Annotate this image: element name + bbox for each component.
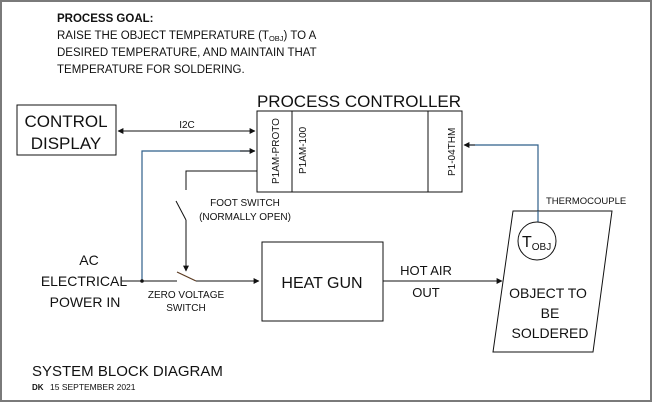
module-label-p1am-100: P1AM-100 [298, 126, 309, 174]
ac-label-3: POWER IN [50, 294, 121, 310]
control-display-block: CONTROL DISPLAY [16, 104, 117, 156]
goal-heading: PROCESS GOAL: [57, 13, 153, 25]
process-controller-block: PROCESS CONTROLLER P1AM-PROTO P1AM-100 P… [256, 92, 463, 193]
i2c-label: I2C [179, 120, 195, 131]
thermocouple-label: THERMOCOUPLE [546, 196, 626, 207]
footer-date: 15 SEPTEMBER 2021 [50, 382, 136, 392]
ac-label-2: ELECTRICAL [41, 273, 128, 289]
zero-voltage-switch-contact [176, 271, 197, 282]
foot-switch-contact [175, 200, 187, 221]
module-p1am-proto [256, 110, 299, 193]
author-initials-logo: DK [32, 383, 44, 392]
heat-gun-label: HEAT GUN [281, 275, 362, 292]
footer-title: SYSTEM BLOCK DIAGRAM [32, 363, 223, 380]
goal-line-2: DESIRED TEMPERATURE, AND MAINTAIN THAT [57, 47, 317, 59]
object-label-3: SOLDERED [511, 325, 588, 341]
foot-switch-wire-top [185, 170, 257, 190]
object-label-2: BE [541, 305, 560, 321]
control-display-line-2: DISPLAY [31, 134, 102, 153]
hot-air-label-2: OUT [412, 285, 440, 300]
goal-line-1: RAISE THE OBJECT TEMPERATURE (TOBJ) TO A [57, 30, 317, 43]
sensor-label: TOBJ [522, 234, 551, 253]
module-p1am-100 [291, 110, 429, 193]
foot-switch-label-1: FOOT SWITCH [210, 198, 280, 209]
object-label-1: OBJECT TO [509, 285, 587, 301]
junction-dot [140, 279, 144, 283]
temperature-sensor: TOBJ [517, 221, 557, 261]
foot-switch-label-2: (NORMALLY OPEN) [199, 212, 291, 223]
control-display-line-1: CONTROL [24, 112, 107, 131]
process-controller-title: PROCESS CONTROLLER [257, 92, 461, 111]
module-p1-04thm [427, 110, 463, 193]
goal-line-3: TEMPERATURE FOR SOLDERING. [57, 64, 245, 76]
hot-air-label-1: HOT AIR [400, 263, 452, 278]
thermocouple-wire [465, 144, 539, 222]
power-sense-wire [141, 150, 255, 280]
module-label-p1am-proto: P1AM-PROTO [271, 118, 282, 184]
zero-voltage-label-1: ZERO VOLTAGE [148, 290, 225, 301]
zero-voltage-label-2: SWITCH [166, 303, 205, 314]
heat-gun-block: HEAT GUN [261, 241, 384, 322]
module-label-p1-04thm: P1-04THM [447, 128, 458, 176]
ac-label-1: AC [79, 252, 98, 268]
